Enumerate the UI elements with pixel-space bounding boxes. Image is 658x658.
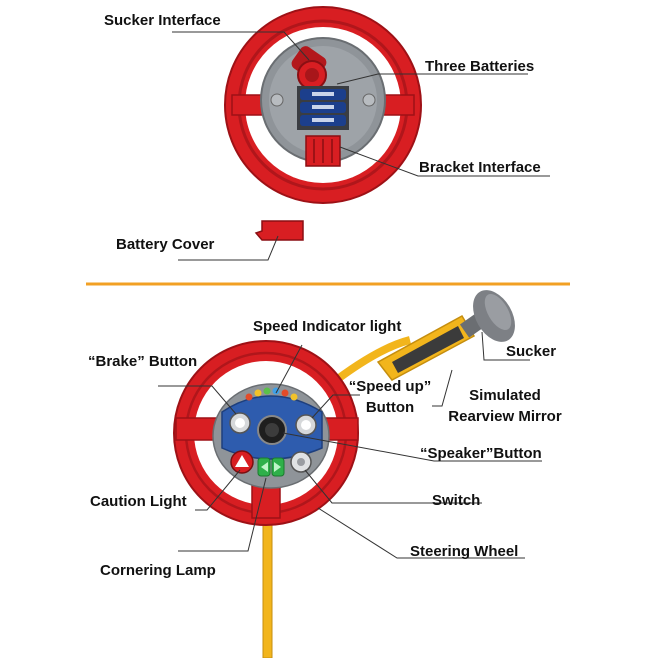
label-three-batteries: Three Batteries	[425, 58, 535, 75]
leader-sucker	[481, 331, 530, 361]
leader-sucker-interface	[172, 31, 310, 61]
wheel-back-view	[224, 6, 422, 204]
label-rearview-line2: Rearview Mirror	[448, 408, 562, 425]
sucker-interface-knob	[291, 46, 327, 90]
label-bracket-interface: Bracket Interface	[419, 159, 541, 176]
sucker-cup	[459, 290, 515, 342]
leader-brake	[158, 385, 237, 415]
leader-speed-up	[311, 394, 360, 419]
leader-speed-indicator	[275, 344, 303, 394]
label-speed-up-button: “Speed up” Button	[340, 378, 440, 416]
leader-three-batteries	[336, 73, 528, 85]
bracket-interface	[305, 135, 341, 167]
label-speed-up-line1: “Speed up”	[348, 378, 432, 395]
label-speaker-button: “Speaker”Button	[420, 445, 542, 462]
leader-speaker	[282, 432, 542, 462]
rearview-mirror	[376, 314, 476, 381]
leader-rearview	[432, 369, 453, 407]
label-steering-wheel: Steering Wheel	[410, 543, 519, 560]
bottom-leader-lines	[158, 331, 542, 559]
label-rearview-mirror: Simulated Rearview Mirror	[440, 387, 570, 425]
battery-cover-piece	[254, 220, 304, 241]
label-speed-indicator-light: Speed Indicator light	[253, 318, 402, 335]
leader-bracket-interface	[339, 146, 550, 177]
label-brake-button: “Brake” Button	[88, 353, 198, 370]
leader-caution	[195, 469, 241, 511]
leader-steering-wheel	[317, 507, 525, 559]
label-rearview-line1: Simulated	[469, 387, 541, 404]
label-switch: Switch	[432, 492, 481, 509]
label-sucker-interface: Sucker Interface	[104, 12, 221, 29]
wheel-front-view	[173, 290, 515, 658]
top-leader-lines	[172, 31, 550, 261]
label-speed-up-line2: Button	[365, 399, 415, 416]
battery-pack	[297, 86, 349, 130]
leader-battery-cover	[178, 235, 279, 261]
cornering-lamps[interactable]	[257, 457, 285, 477]
caution-light[interactable]	[230, 450, 254, 474]
label-cornering-lamp: Cornering Lamp	[100, 562, 216, 579]
label-battery-cover: Battery Cover	[116, 236, 215, 253]
leader-cornering	[178, 477, 267, 552]
label-caution-light: Caution Light	[90, 493, 187, 510]
leader-switch	[304, 469, 482, 504]
label-sucker: Sucker	[506, 343, 557, 360]
